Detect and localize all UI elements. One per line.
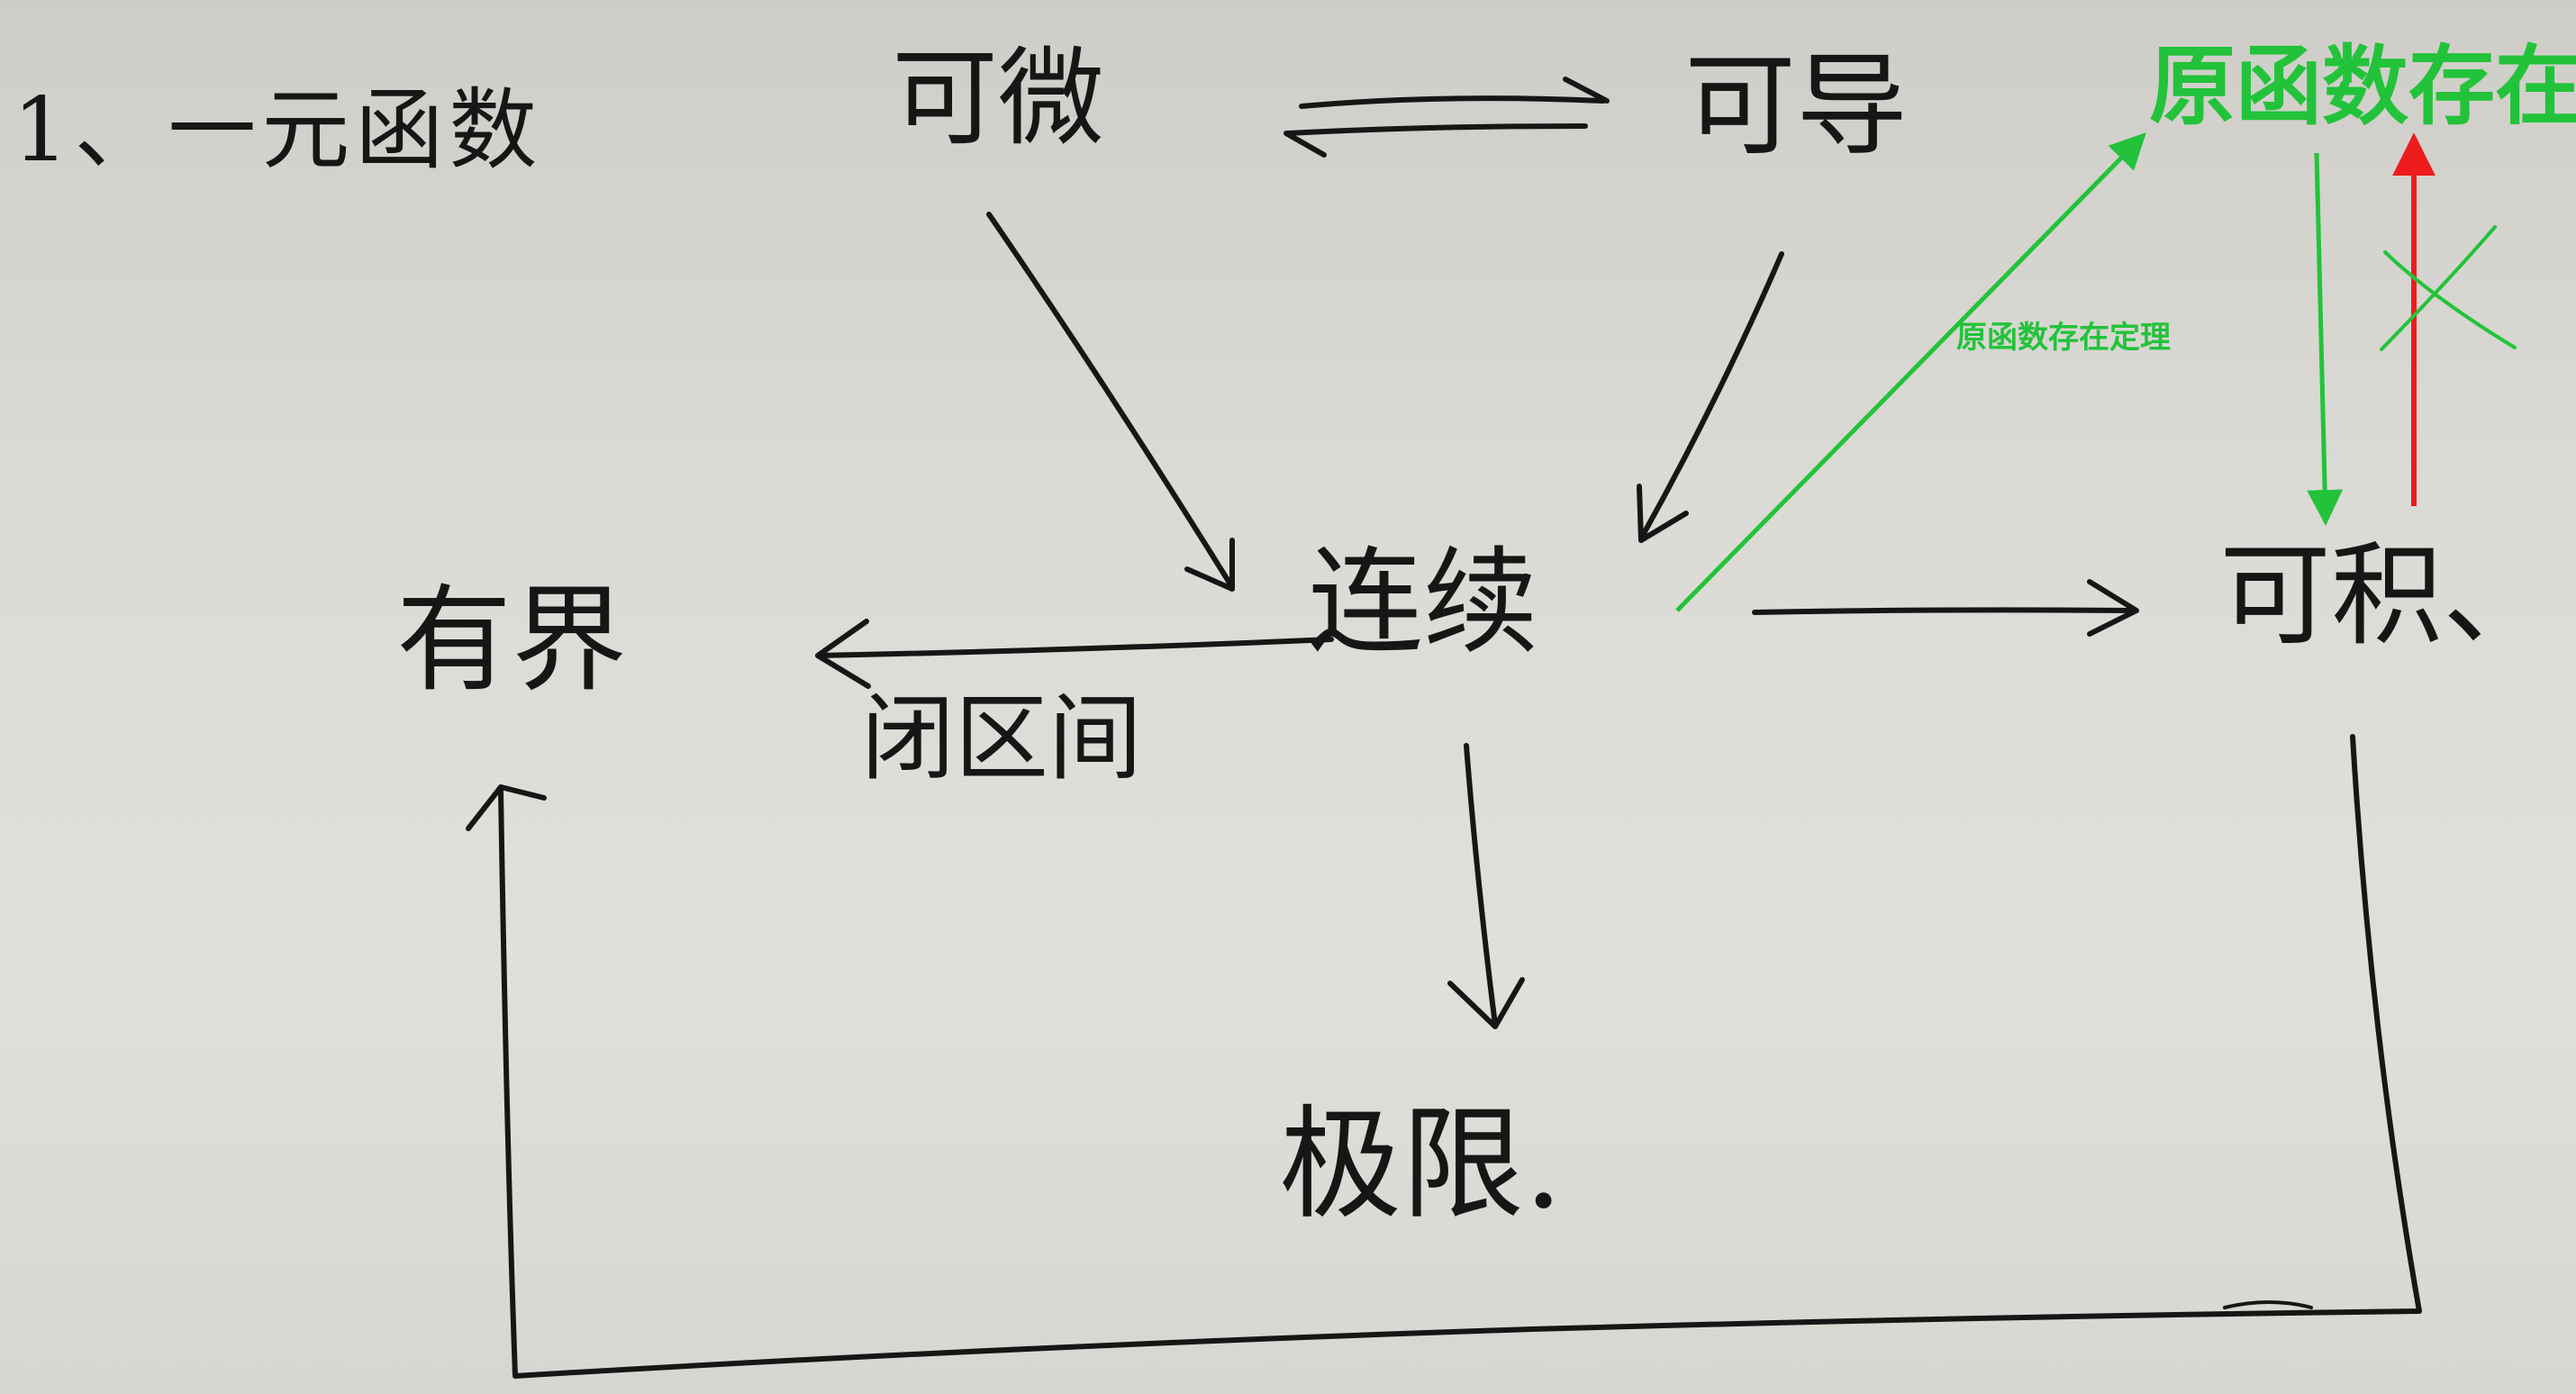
arrow-continuous-to-limit [1464,743,1498,1027]
node-derivable: 可导 [1684,41,1909,171]
green-arrow-antiderivative-to-integrable [2307,152,2344,526]
node-integrable: 可积、 [2219,531,2555,661]
arrowhead-derivable-to-continuous [1637,484,1689,543]
arrowhead-continuous-to-integrable [2087,579,2139,637]
arrowhead-differentiable-to-continuous [1184,538,1235,592]
heading-one-variable-function: 1、一元函数 [13,79,543,182]
edge-label-antiderivative-theorem: 原函数存在定理 [1956,320,2171,356]
node-differentiable: 可微 [892,36,1105,160]
arrowhead-continuous-to-limit [1447,977,1525,1029]
equivalence-arrow [1283,77,1610,158]
arrowhead-continuous-to-bounded [815,619,871,689]
node-limit: 极限. [1279,1094,1564,1236]
arrow-differentiable-to-continuous [986,212,1235,590]
loop-corner-scribble [2223,1300,2313,1309]
node-continuous: 连续 [1308,536,1539,670]
node-antiderivative-exists: 原函数存在 [2149,36,2576,137]
arrowhead-integrable-to-bounded [466,784,547,831]
edge-label-closed-interval: 闭区间 [861,683,1143,793]
arrow-continuous-to-integrable [1752,607,2137,615]
arrow-integrable-to-bounded-loop [498,734,2422,1379]
green-cross-out-mark [2380,225,2517,351]
node-bounded: 有界 [396,574,628,708]
arrow-continuous-to-bounded [815,637,1334,658]
arrow-derivable-to-continuous [1638,251,1784,541]
green-arrow-continuous-to-antiderivative [1675,132,2146,612]
